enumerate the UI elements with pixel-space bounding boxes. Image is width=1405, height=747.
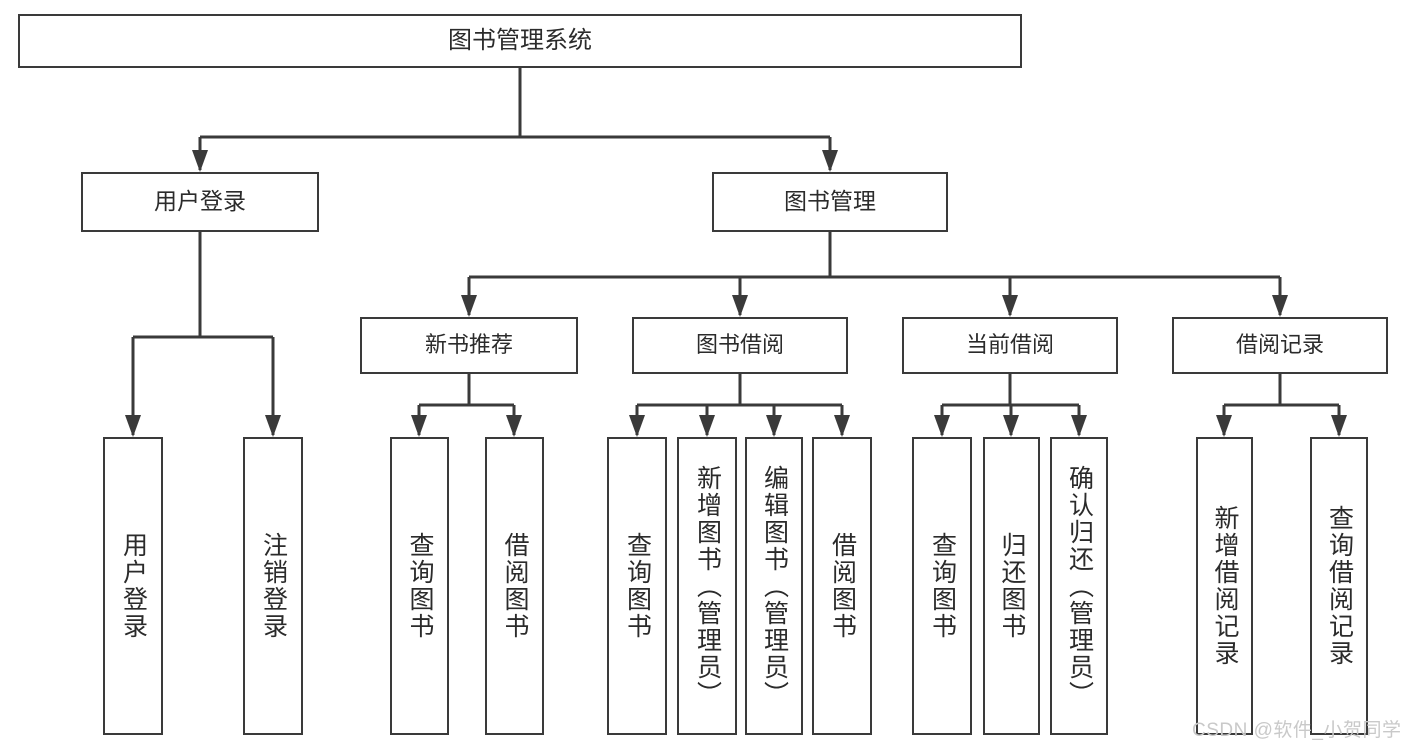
node-label: 查询借阅记录 xyxy=(1325,505,1354,667)
node-label: 确认归还（管理员） xyxy=(1065,464,1094,708)
node-leaf-query-book-1[interactable]: 查询图书 xyxy=(390,437,449,735)
node-label: 编辑图书（管理员） xyxy=(760,464,789,708)
node-borrow-record[interactable]: 借阅记录 xyxy=(1172,317,1388,374)
node-leaf-logout[interactable]: 注销登录 xyxy=(243,437,303,735)
node-user-login[interactable]: 用户登录 xyxy=(81,172,319,232)
recommend-to-leaves-arrowhead-1 xyxy=(506,415,522,437)
node-leaf-query-book-2[interactable]: 查询图书 xyxy=(607,437,667,735)
node-label: 图书管理系统 xyxy=(448,26,592,54)
node-leaf-borrow-book-1[interactable]: 借阅图书 xyxy=(485,437,544,735)
node-leaf-user-login[interactable]: 用户登录 xyxy=(103,437,163,735)
root-to-level1-arrowhead-0 xyxy=(192,150,208,172)
node-leaf-query-book-3[interactable]: 查询图书 xyxy=(912,437,972,735)
node-current-borrow[interactable]: 当前借阅 xyxy=(902,317,1118,374)
node-label: 用户登录 xyxy=(119,532,148,640)
book-manage-to-level2-arrowhead-1 xyxy=(732,295,748,317)
root-to-level1-arrowhead-1 xyxy=(822,150,838,172)
current-to-leaves-arrowhead-0 xyxy=(934,415,950,437)
node-label: 当前借阅 xyxy=(965,332,1054,358)
book-manage-to-level2-arrowhead-3 xyxy=(1272,295,1288,317)
user-login-to-leaves-arrowhead-1 xyxy=(265,415,281,437)
node-leaf-confirm-return[interactable]: 确认归还（管理员） xyxy=(1050,437,1108,735)
recommend-to-leaves-arrowhead-0 xyxy=(411,415,427,437)
book-manage-to-level2-arrowhead-0 xyxy=(461,295,477,317)
user-login-to-leaves-arrowhead-0 xyxy=(125,415,141,437)
book-manage-to-level2-arrowhead-2 xyxy=(1002,295,1018,317)
current-to-leaves-arrowhead-2 xyxy=(1071,415,1087,437)
node-label: 图书管理 xyxy=(784,188,876,215)
node-book-manage[interactable]: 图书管理 xyxy=(712,172,948,232)
node-leaf-add-book[interactable]: 新增图书（管理员） xyxy=(677,437,737,735)
record-to-leaves-arrowhead-0 xyxy=(1216,415,1232,437)
node-leaf-return-book[interactable]: 归还图书 xyxy=(983,437,1040,735)
node-label: 新增图书（管理员） xyxy=(693,464,722,708)
node-label: 借阅图书 xyxy=(501,532,529,640)
borrow-to-leaves-arrowhead-0 xyxy=(629,415,645,437)
node-new-book-recommend[interactable]: 新书推荐 xyxy=(360,317,578,374)
node-label: 借阅记录 xyxy=(1235,332,1324,358)
node-leaf-add-record[interactable]: 新增借阅记录 xyxy=(1196,437,1253,735)
node-book-borrow[interactable]: 图书借阅 xyxy=(632,317,848,374)
node-label: 新书推荐 xyxy=(424,332,513,358)
node-label: 查询图书 xyxy=(928,532,957,640)
node-label: 新增借阅记录 xyxy=(1211,505,1239,667)
node-label: 用户登录 xyxy=(154,188,246,215)
record-to-leaves-arrowhead-1 xyxy=(1331,415,1347,437)
node-leaf-query-record[interactable]: 查询借阅记录 xyxy=(1310,437,1368,735)
node-label: 归还图书 xyxy=(998,532,1026,640)
node-label: 查询图书 xyxy=(406,532,434,640)
borrow-to-leaves-arrowhead-2 xyxy=(766,415,782,437)
node-label: 查询图书 xyxy=(623,532,652,640)
current-to-leaves-arrowhead-1 xyxy=(1003,415,1019,437)
borrow-to-leaves-arrowhead-1 xyxy=(699,415,715,437)
node-leaf-edit-book[interactable]: 编辑图书（管理员） xyxy=(745,437,803,735)
node-label: 借阅图书 xyxy=(828,532,857,640)
borrow-to-leaves-arrowhead-3 xyxy=(834,415,850,437)
node-root[interactable]: 图书管理系统 xyxy=(18,14,1022,68)
node-label: 图书借阅 xyxy=(695,332,784,358)
node-label: 注销登录 xyxy=(259,532,288,640)
node-leaf-borrow-book-2[interactable]: 借阅图书 xyxy=(812,437,872,735)
